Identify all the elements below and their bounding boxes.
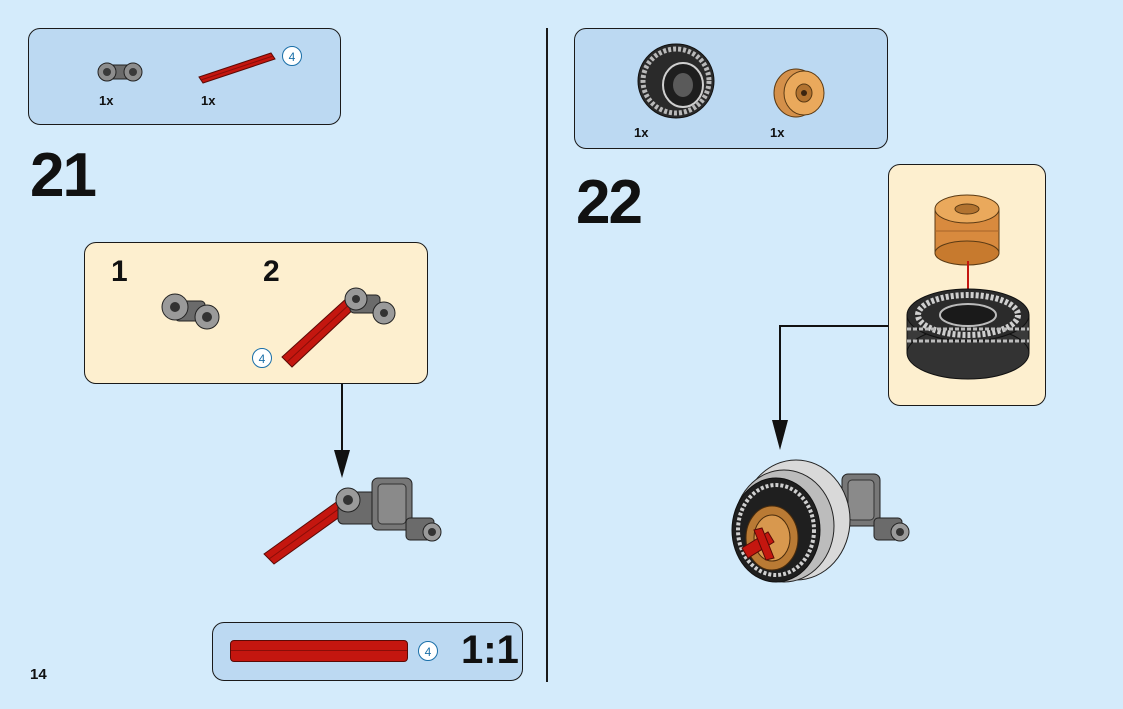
scale-guide: 4 1:1 <box>212 622 523 681</box>
axle-length-badge: 4 <box>282 46 302 66</box>
page-number: 14 <box>30 666 47 683</box>
axle-length-badge: 4 <box>252 348 272 368</box>
assembly-result-icon <box>263 477 442 565</box>
part-qty-connector: 1x <box>99 93 114 108</box>
axle-connector-icon <box>161 293 220 330</box>
wheel-hub-icon <box>773 68 825 118</box>
wheel-hub-icon <box>934 194 1000 266</box>
subassembly-callout: 1 2 4 <box>84 242 428 384</box>
connector-with-axle-icon <box>281 287 396 368</box>
substep-number-1: 1 <box>111 255 128 288</box>
arrow-down-icon <box>772 325 888 450</box>
parts-callout-step-21: 1x 4 1x <box>28 28 341 125</box>
part-qty-tire: 1x <box>634 125 649 140</box>
part-qty-hub: 1x <box>770 125 785 140</box>
scale-ratio: 1:1 <box>461 628 519 672</box>
subassembly-wheel-callout <box>888 164 1046 406</box>
tire-icon <box>637 43 715 119</box>
substep-number-2: 2 <box>263 255 280 288</box>
red-axle-icon <box>198 52 276 84</box>
arrow-down-icon <box>334 384 350 478</box>
tire-icon <box>906 288 1030 380</box>
step-number-21: 21 <box>30 141 97 210</box>
parts-callout-step-22: 1x 1x <box>574 28 888 149</box>
page-divider <box>546 28 548 682</box>
red-axle-scale-icon <box>230 640 408 662</box>
assembly-result-icon <box>731 459 910 583</box>
part-qty-axle: 1x <box>201 93 216 108</box>
step-number-22: 22 <box>576 168 643 237</box>
axle-length-badge: 4 <box>418 641 438 661</box>
axle-connector-icon <box>97 62 143 82</box>
